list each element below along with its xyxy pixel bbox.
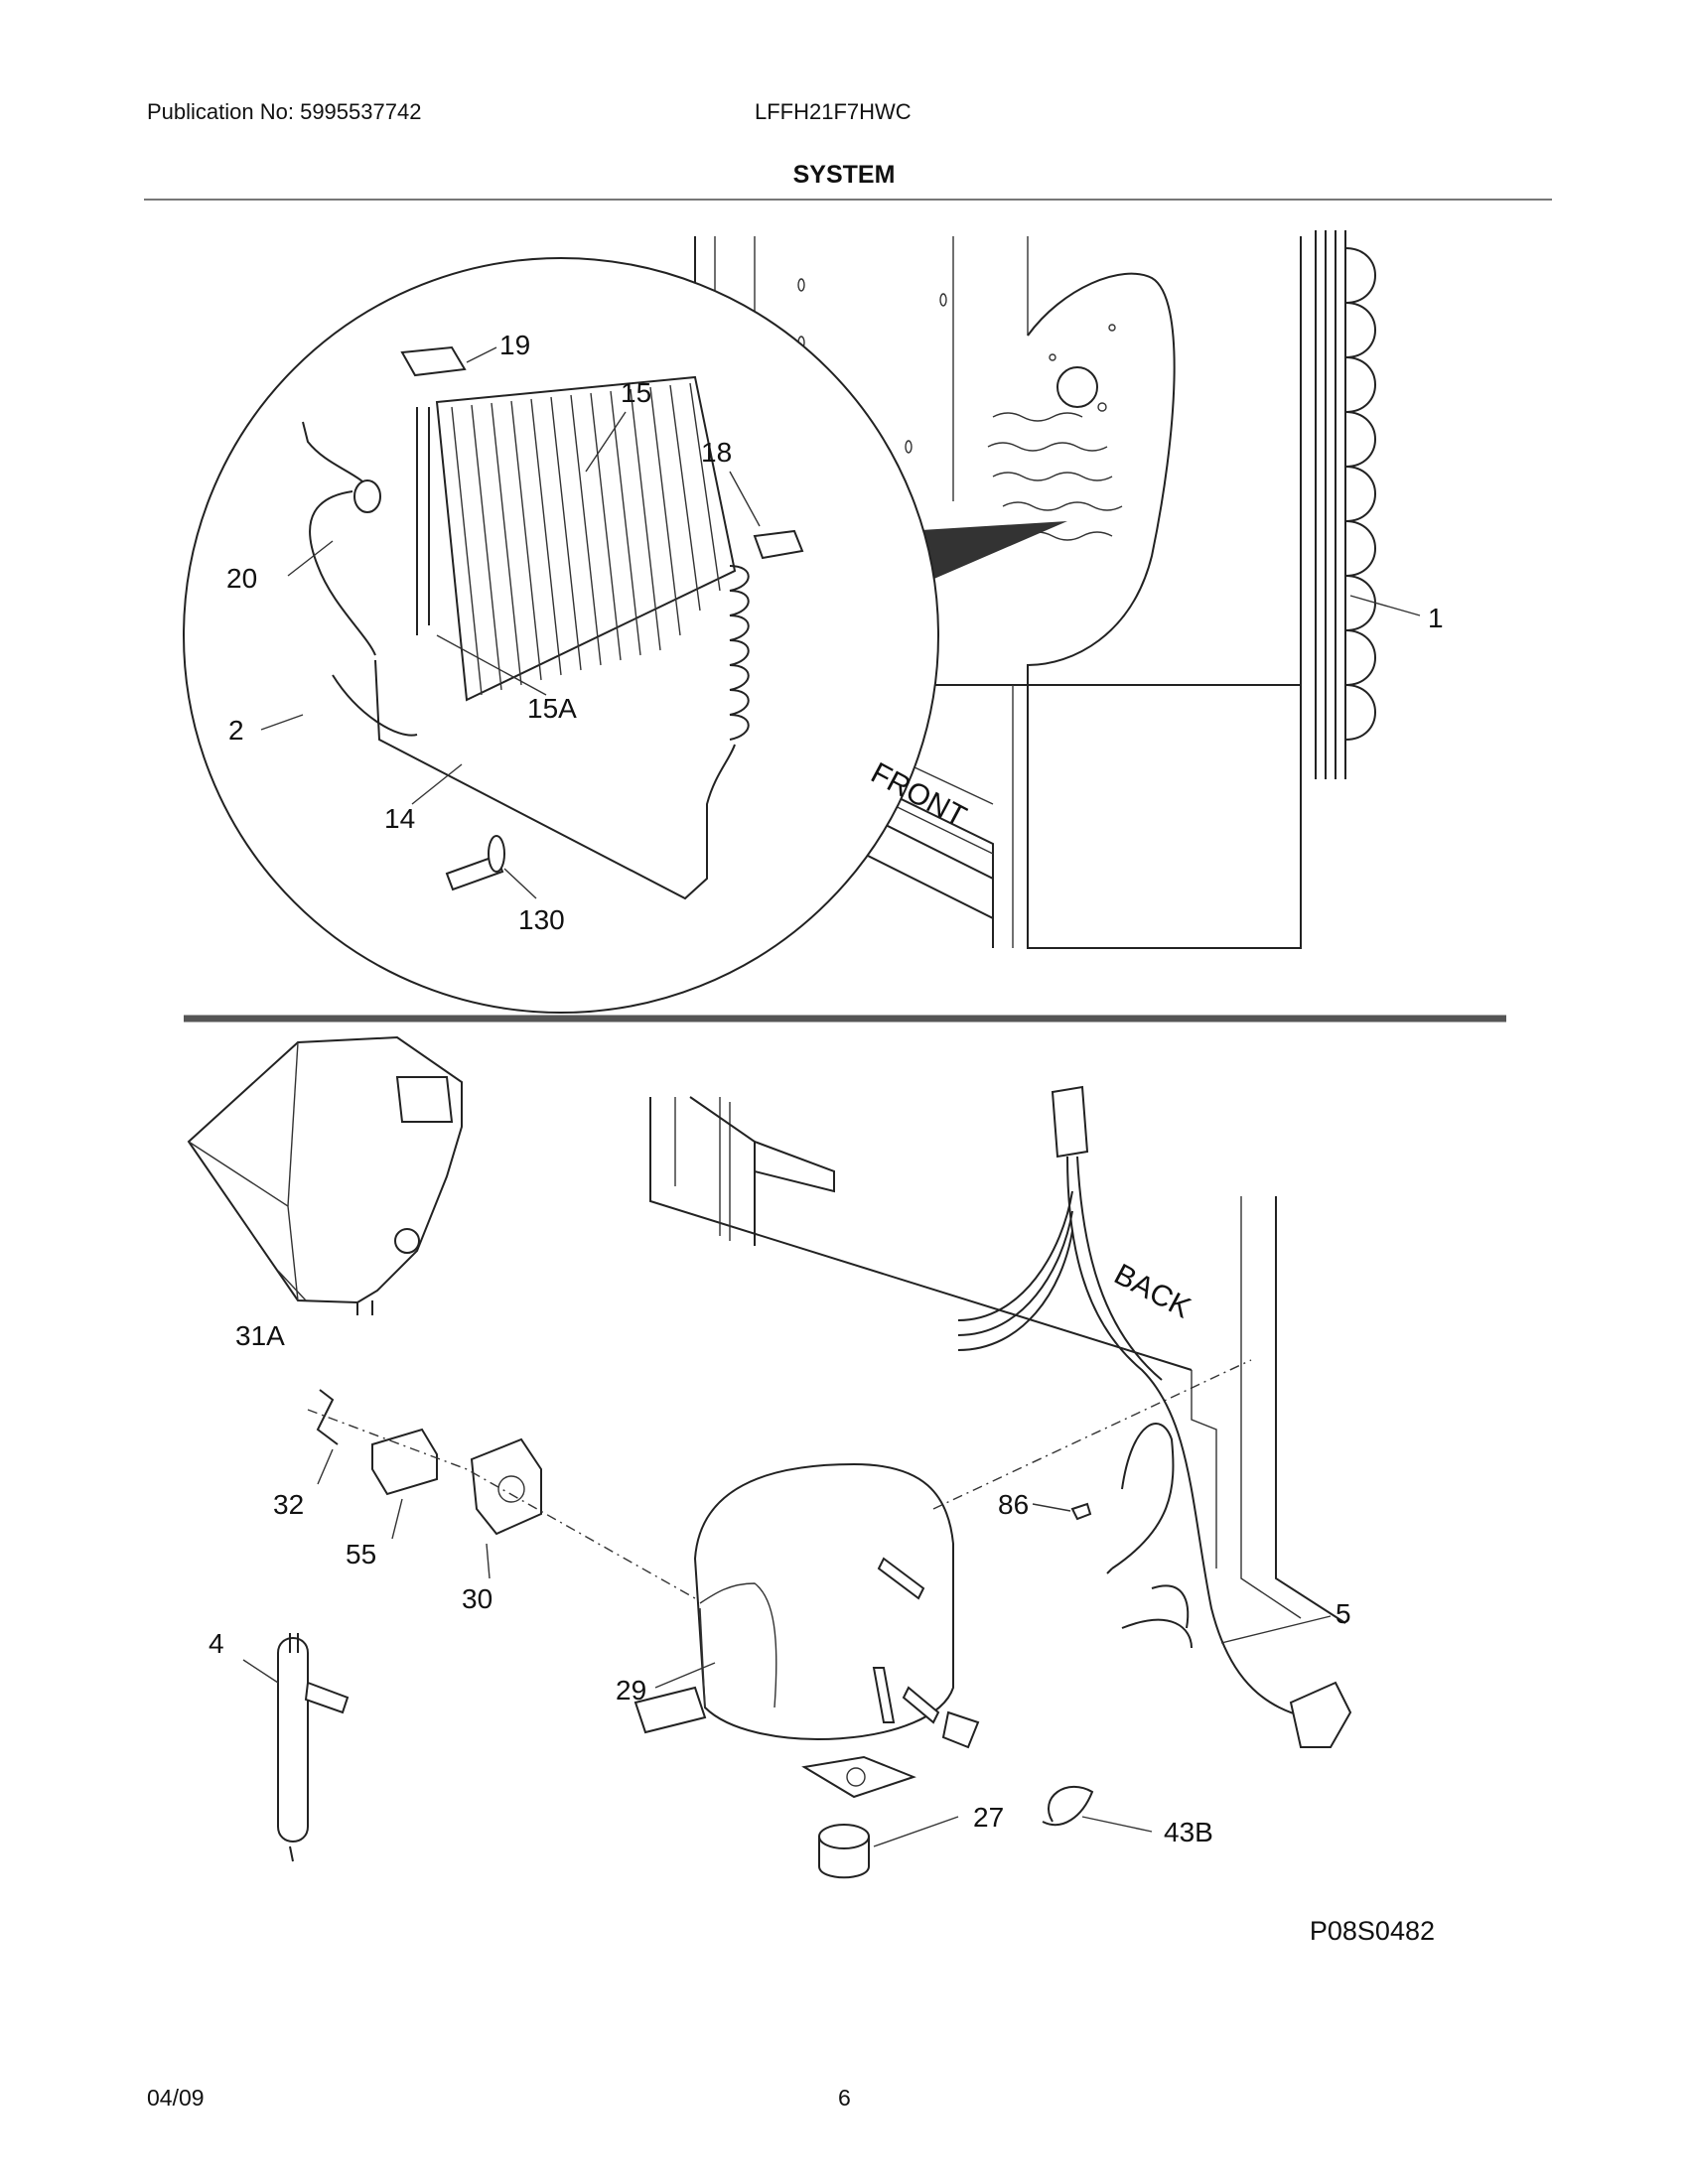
callout-5: 5 — [1336, 1598, 1351, 1629]
part-27-grommet — [818, 1824, 870, 1879]
condenser-coil — [1315, 230, 1376, 779]
part-20-sensor — [302, 421, 381, 656]
callout-55: 55 — [346, 1539, 376, 1570]
callout-4: 4 — [209, 1628, 224, 1659]
part-32-clip — [316, 1389, 339, 1445]
section-title: SYSTEM — [792, 161, 896, 189]
part-2-clip — [332, 674, 418, 737]
part-30-overload — [470, 1437, 542, 1536]
publication-number: Publication No: 5995537742 — [147, 99, 422, 124]
evaporator — [416, 375, 750, 741]
callout-27: 27 — [973, 1802, 1004, 1833]
diagram-code: P08S0482 — [1309, 1916, 1435, 1946]
callout-130: 130 — [518, 904, 565, 935]
part-14-heater — [374, 659, 736, 900]
callout-15: 15 — [621, 377, 651, 408]
callout-29: 29 — [616, 1675, 646, 1706]
callout-30: 30 — [462, 1583, 492, 1614]
callout-43b: 43B — [1164, 1817, 1213, 1847]
callout-20: 20 — [226, 563, 257, 594]
callout-18: 18 — [701, 437, 732, 468]
callout-19: 19 — [499, 330, 530, 360]
part-29-compressor — [633, 1462, 980, 1799]
part-4-drier — [277, 1633, 350, 1862]
callout-32: 32 — [273, 1489, 304, 1520]
cabinet-rear-drawing — [649, 1096, 1346, 1624]
callout-31a: 31A — [235, 1320, 285, 1351]
callout-15a: 15A — [527, 693, 577, 724]
part-5-power-cord — [957, 1085, 1352, 1748]
part-130-pin — [445, 835, 505, 891]
callout-86: 86 — [998, 1489, 1029, 1520]
callout-14: 14 — [384, 803, 415, 834]
model-number: LFFH21F7HWC — [755, 99, 912, 124]
part-86-screw — [1070, 1502, 1092, 1521]
callout-1: 1 — [1428, 603, 1444, 633]
header-rule — [144, 199, 1552, 201]
publication-date: 04/09 — [147, 2085, 205, 2111]
part-19-cover — [400, 345, 467, 377]
page-number: 6 — [838, 2085, 851, 2111]
part-18-cover — [753, 529, 804, 560]
direction-label-back: BACK — [1109, 1258, 1196, 1324]
callout-2: 2 — [228, 715, 244, 746]
part-31a-ice-bucket — [187, 1035, 463, 1315]
part-55-relay — [371, 1428, 438, 1496]
part-43b-clip — [1042, 1785, 1094, 1827]
